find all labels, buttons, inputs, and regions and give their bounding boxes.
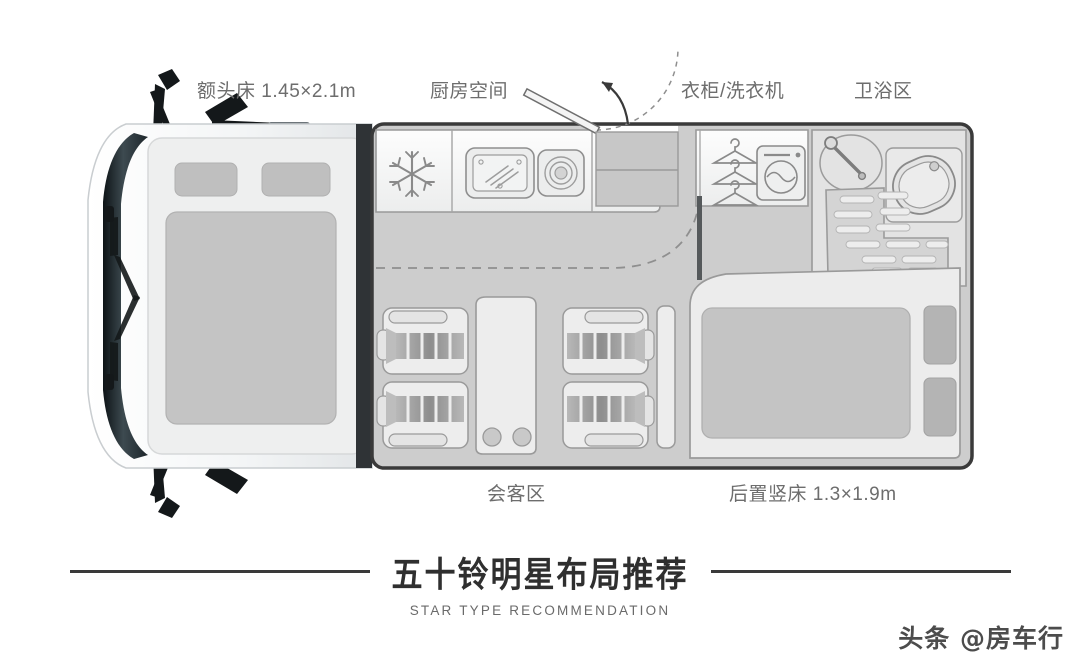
windshield-wipers (105, 206, 140, 390)
cab-rear-edge (356, 124, 372, 468)
door-swing-arc-icon (522, 47, 679, 135)
title-en: STAR TYPE RECOMMENDATION (409, 602, 671, 618)
rear-bed-zone (689, 267, 961, 459)
rear-mattress (701, 307, 911, 439)
title-rule-left (69, 569, 370, 573)
rear-pillow-2 (923, 377, 957, 437)
overhead-cabinet-dashed-outline (376, 195, 701, 269)
sink-icon (537, 149, 585, 197)
title-rule-right (710, 569, 1011, 573)
rear-pillow-1 (923, 305, 957, 365)
label-lounge: 会客区 (487, 484, 546, 505)
cab-section (87, 69, 373, 518)
watermark: 头条 @房车行 (898, 624, 1064, 653)
lounge-table (475, 296, 537, 455)
title-row: 五十铃明星布局推荐 (0, 549, 1080, 596)
partition-wall (697, 196, 702, 280)
cooktop-icon (465, 147, 535, 199)
clothes-hanger-icon (710, 138, 760, 206)
seat-right-bottom (562, 381, 655, 449)
label-kitchen: 厨房空间 (430, 81, 509, 102)
wardrobe-washer-zone (695, 129, 809, 207)
title-cn: 五十铃明星布局推荐 (391, 554, 689, 596)
seat-right-top (562, 307, 655, 375)
cab-pillow-2 (261, 162, 331, 197)
over-cab-mattress (165, 211, 337, 425)
lounge-side-cabinet (656, 305, 676, 449)
label-rear-bed: 后置竖床 1.3×1.9m (729, 484, 897, 505)
cup-holder-left (482, 427, 502, 447)
label-wardrobe-washer: 衣柜/洗衣机 (681, 81, 785, 102)
entry-step (595, 131, 679, 207)
lounge-zone (376, 296, 676, 455)
label-over-cab-bed: 额头床 1.45×2.1m (197, 81, 357, 102)
toilet-icon (885, 147, 963, 223)
washing-machine-icon (756, 145, 806, 201)
seat-left-top (376, 307, 469, 375)
cup-holder-right (512, 427, 532, 447)
kitchen-zone (375, 47, 679, 213)
title-block: 五十铃明星布局推荐 STAR TYPE RECOMMENDATION (0, 548, 1080, 618)
snowflake-icon (389, 150, 435, 198)
cab-pillow-1 (174, 162, 238, 197)
label-bathroom: 卫浴区 (854, 81, 913, 102)
seat-left-bottom (376, 381, 469, 449)
bathroom-zone (811, 129, 967, 287)
